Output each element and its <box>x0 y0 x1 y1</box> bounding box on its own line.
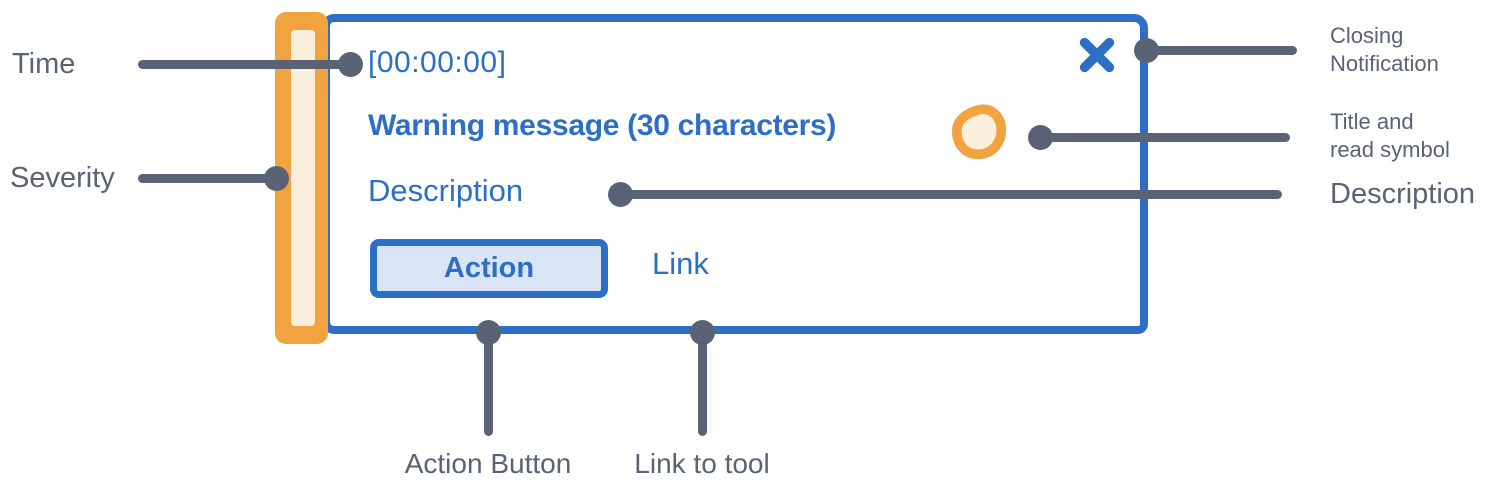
annotation-dot-closing <box>1134 38 1159 63</box>
annotation-label-closing-line2: Notification <box>1330 51 1439 76</box>
read-status-circle-icon <box>951 104 1007 160</box>
annotation-label-closing-line1: Closing <box>1330 23 1404 48</box>
annotation-dot-link-to-tool <box>690 320 715 345</box>
close-icon[interactable] <box>1076 34 1118 76</box>
notification-title: Warning message (30 characters) <box>368 109 837 142</box>
annotation-label-link-to-tool: Link to tool <box>634 448 770 479</box>
annotation-line-time <box>138 60 350 69</box>
annotation-line-link-to-tool <box>698 332 707 436</box>
annotation-label-title-read-line1: Title and <box>1330 109 1414 134</box>
annotation-dot-description <box>608 182 633 207</box>
notification-description: Description <box>368 173 524 208</box>
annotation-dot-severity <box>264 166 289 191</box>
annotation-line-title-read <box>1040 133 1290 142</box>
action-button[interactable]: Action <box>370 239 608 298</box>
annotation-line-severity <box>138 174 277 183</box>
annotation-line-description <box>621 190 1282 199</box>
tool-link[interactable]: Link <box>652 246 709 281</box>
annotation-line-action-button <box>484 332 493 436</box>
timestamp: [00:00:00] <box>368 46 507 79</box>
annotation-dot-time <box>338 52 363 77</box>
severity-bar-fill <box>291 30 315 326</box>
annotation-label-description: Description <box>1330 178 1476 210</box>
annotation-label-action-button: Action Button <box>404 448 572 479</box>
action-button-label: Action <box>443 252 535 284</box>
annotation-label-severity: Severity <box>10 162 115 194</box>
annotation-label-title-read: Title and read symbol <box>1330 108 1450 164</box>
annotation-line-closing <box>1146 46 1297 55</box>
annotation-dot-action-button <box>476 320 501 345</box>
annotation-label-closing-notification: Closing Notification <box>1330 22 1439 78</box>
annotation-label-time: Time <box>12 48 76 80</box>
annotation-dot-title-read <box>1028 125 1053 150</box>
annotation-label-title-read-line2: read symbol <box>1330 137 1450 162</box>
